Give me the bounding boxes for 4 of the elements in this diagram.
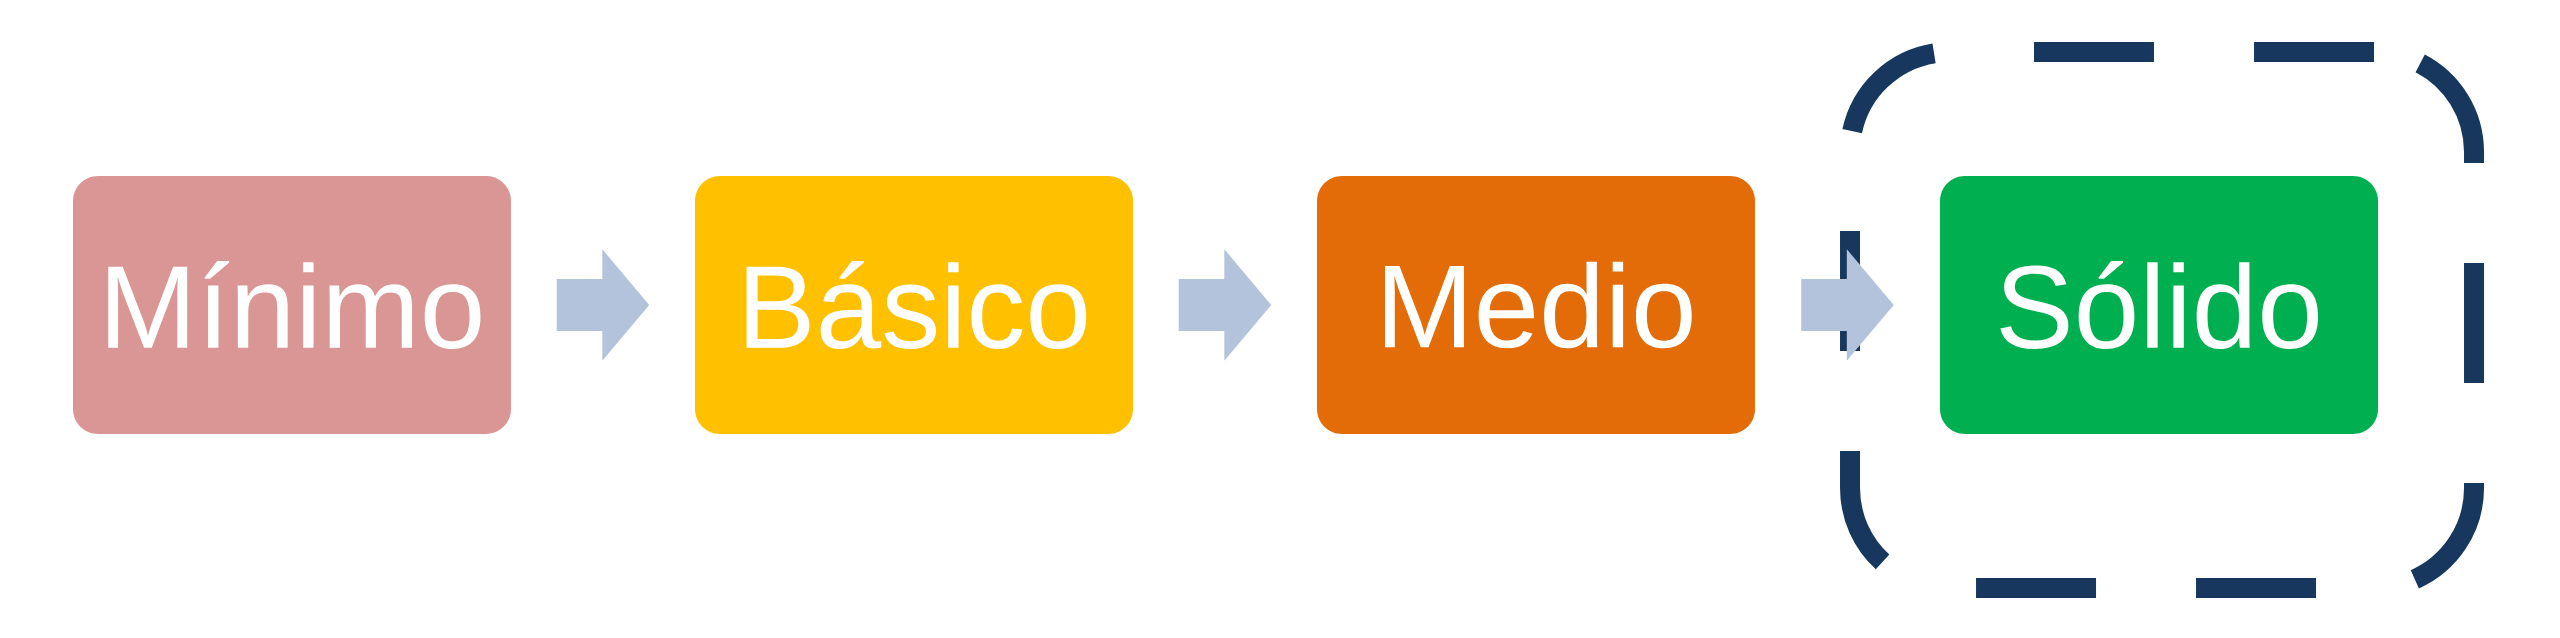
level-box: Mínimo [73,176,511,434]
level-box: Sólido [1940,176,2378,434]
level-box: Medio [1317,176,1755,434]
level-box: Básico [695,176,1133,434]
